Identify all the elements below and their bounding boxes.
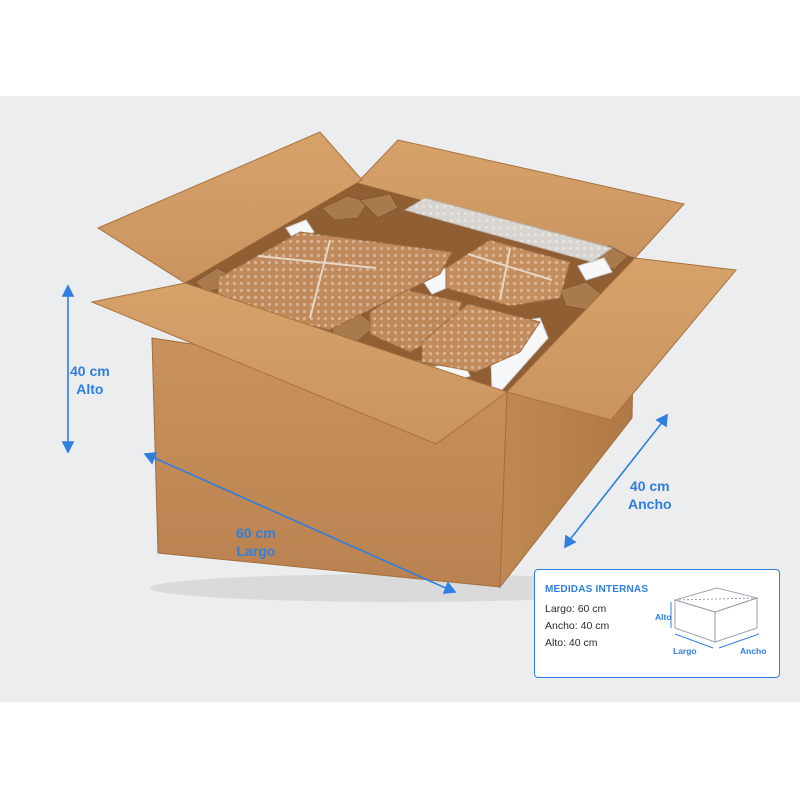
length-dimension-label: 60 cm Largo — [236, 524, 276, 560]
internal-measurements-card: MEDIDAS INTERNAS Largo: 60 cm Ancho: 40 … — [534, 569, 780, 678]
left-flap — [96, 131, 363, 284]
mini-label-height: Alto — [655, 612, 672, 622]
right-flap — [506, 257, 737, 421]
card-line-width: Ancho: 40 cm — [545, 620, 610, 632]
wrapped-package-large — [217, 231, 453, 331]
box-shadow — [150, 574, 650, 602]
wrapped-package-medium — [445, 239, 571, 307]
card-title: MEDIDAS INTERNAS — [545, 584, 649, 595]
mini-label-length: Largo — [673, 646, 697, 656]
length-value: 60 cm — [236, 525, 276, 541]
width-value: 40 cm — [629, 478, 670, 494]
width-dimension-label: 40 cm Ancho — [628, 477, 672, 513]
length-name: Largo — [236, 543, 276, 559]
card-line-height: Alto: 40 cm — [545, 637, 598, 649]
height-value: 40 cm — [70, 363, 110, 379]
bubble-wrap-tube — [403, 197, 614, 263]
wrapped-package-front — [421, 303, 541, 373]
mini-label-width: Ancho — [740, 646, 767, 656]
width-name: Ancho — [628, 496, 672, 512]
height-name: Alto — [76, 381, 104, 397]
length-arrow — [149, 455, 451, 591]
card-line-length: Largo: 60 cm — [545, 603, 607, 615]
dimension-arrows — [61, 284, 668, 594]
height-dimension-label: 40 cm Alto — [70, 362, 110, 398]
width-arrow — [567, 419, 665, 543]
mini-box-diagram — [670, 587, 760, 649]
